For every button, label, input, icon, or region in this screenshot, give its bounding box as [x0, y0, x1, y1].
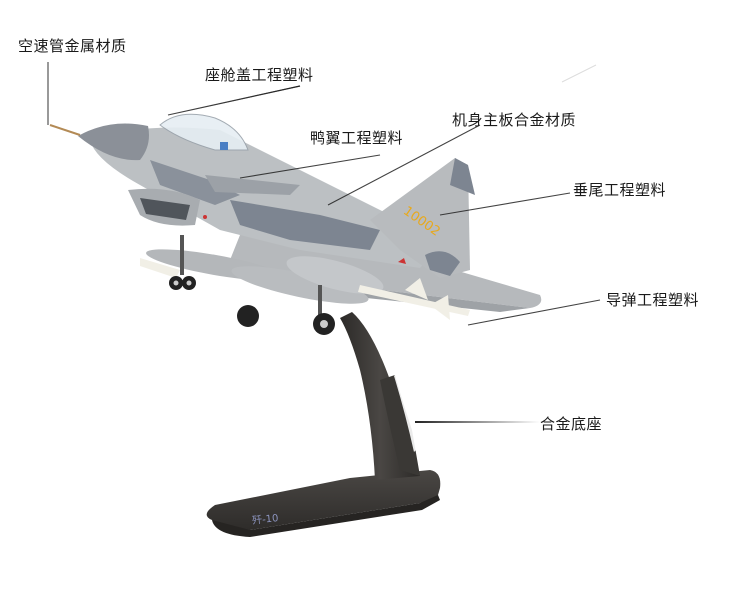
base-marking: 歼-10 [252, 512, 279, 527]
callout-alloy-base: 合金底座 [540, 415, 603, 433]
callout-missile: 导弹工程塑料 [606, 291, 700, 309]
callout-fuselage: 机身主板合金材质 [452, 111, 577, 129]
callout-pitot-tube: 空速管金属材质 [18, 37, 127, 55]
callout-vertical-tail: 垂尾工程塑料 [573, 181, 667, 199]
alloy-base: 歼-10 [206, 312, 441, 537]
callout-canard: 鸭翼工程塑料 [310, 129, 404, 147]
jet-model: 10002 [49, 113, 542, 335]
callout-canopy: 座舱盖工程塑料 [205, 66, 314, 84]
decorative-line [561, 64, 597, 83]
leader-lines [47, 62, 601, 423]
